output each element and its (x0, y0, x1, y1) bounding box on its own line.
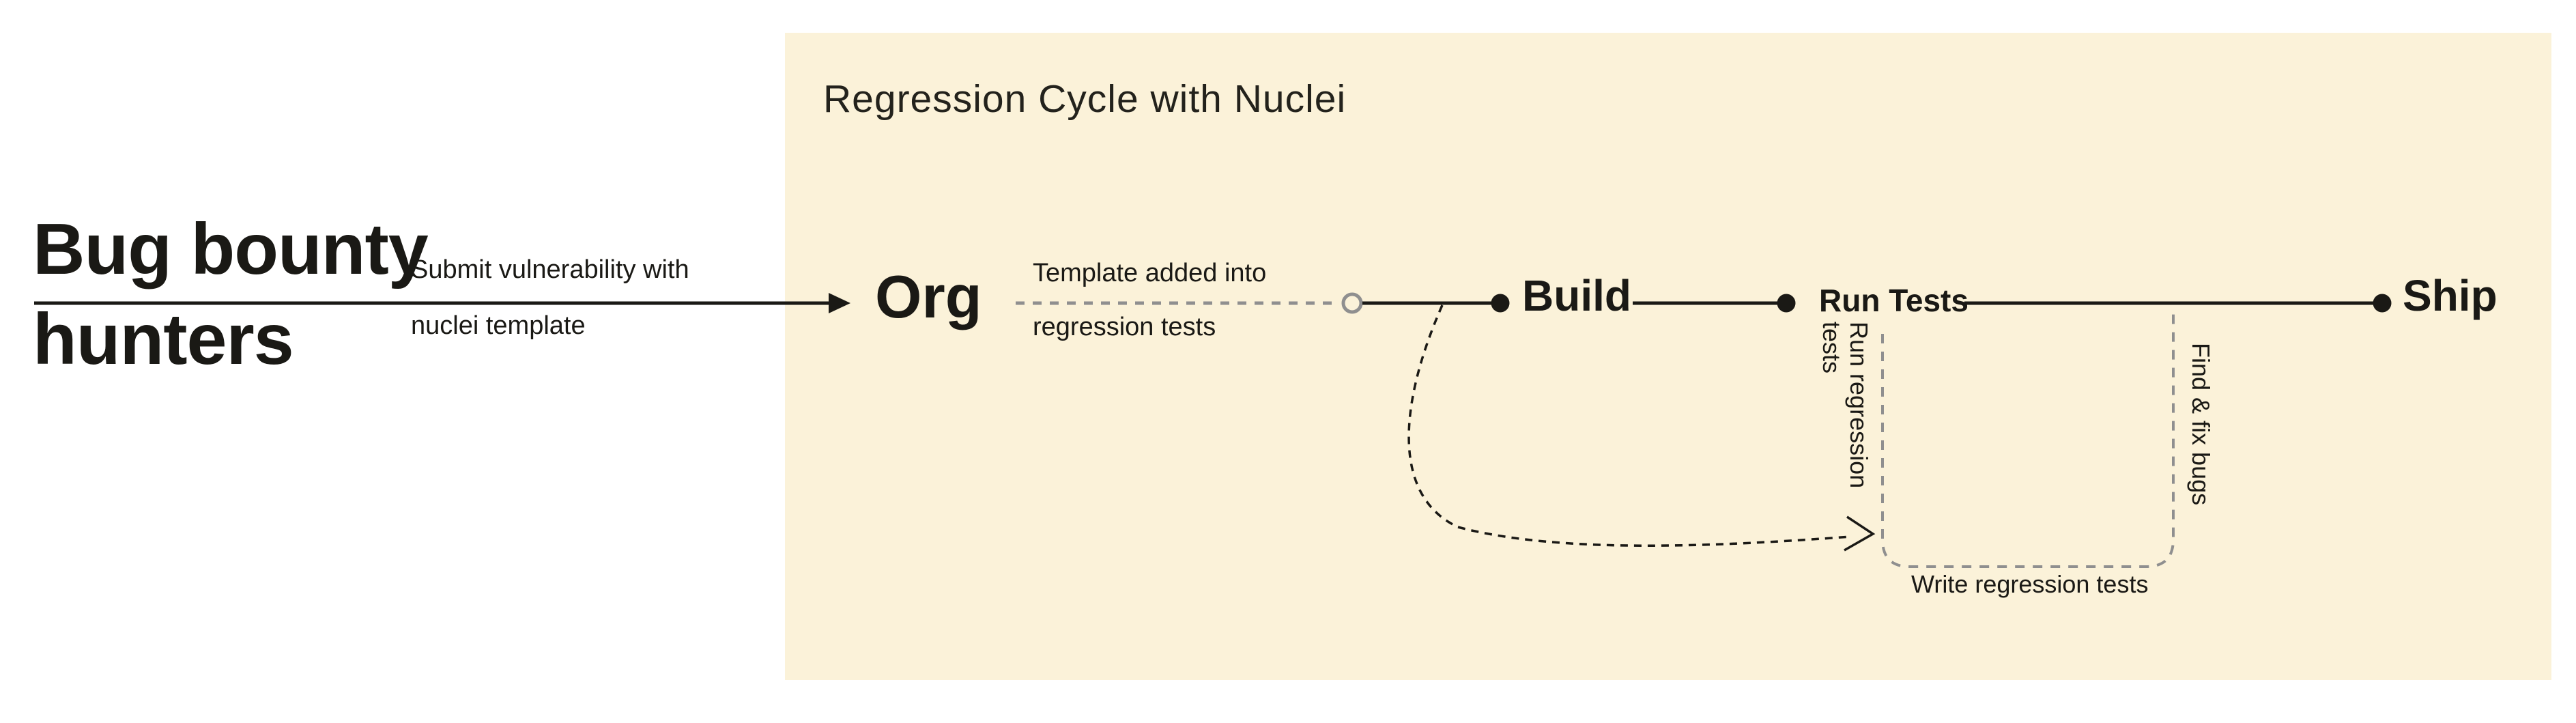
actor-label-line1: Bug bounty (33, 209, 429, 289)
run-regression-tests-label: Run regression tests (1818, 322, 1873, 526)
write-regression-tests-label: Write regression tests (1911, 570, 2149, 598)
panel-title: Regression Cycle with Nuclei (823, 77, 1347, 121)
submit-edge-label-line1: Submit vulnerability with (411, 255, 689, 284)
node-run-tests-label: Run Tests (1819, 283, 1969, 318)
regression-cycle-panel (785, 33, 2551, 680)
node-ship-label: Ship (2403, 271, 2498, 320)
run-regression-tests-label-line2: tests (1818, 322, 1846, 374)
node-org-label: Org (875, 263, 982, 330)
node-build-label: Build (1522, 271, 1631, 320)
actor-label-line2: hunters (33, 299, 294, 380)
find-fix-bugs-label: Find & fix bugs (2187, 343, 2215, 506)
submit-edge-label-line2: nuclei template (411, 311, 586, 340)
org-edge-label-line1: Template added into (1033, 259, 1267, 287)
run-regression-tests-label-line1: Run regression (1845, 322, 1873, 489)
org-edge-label-line2: regression tests (1033, 313, 1216, 341)
